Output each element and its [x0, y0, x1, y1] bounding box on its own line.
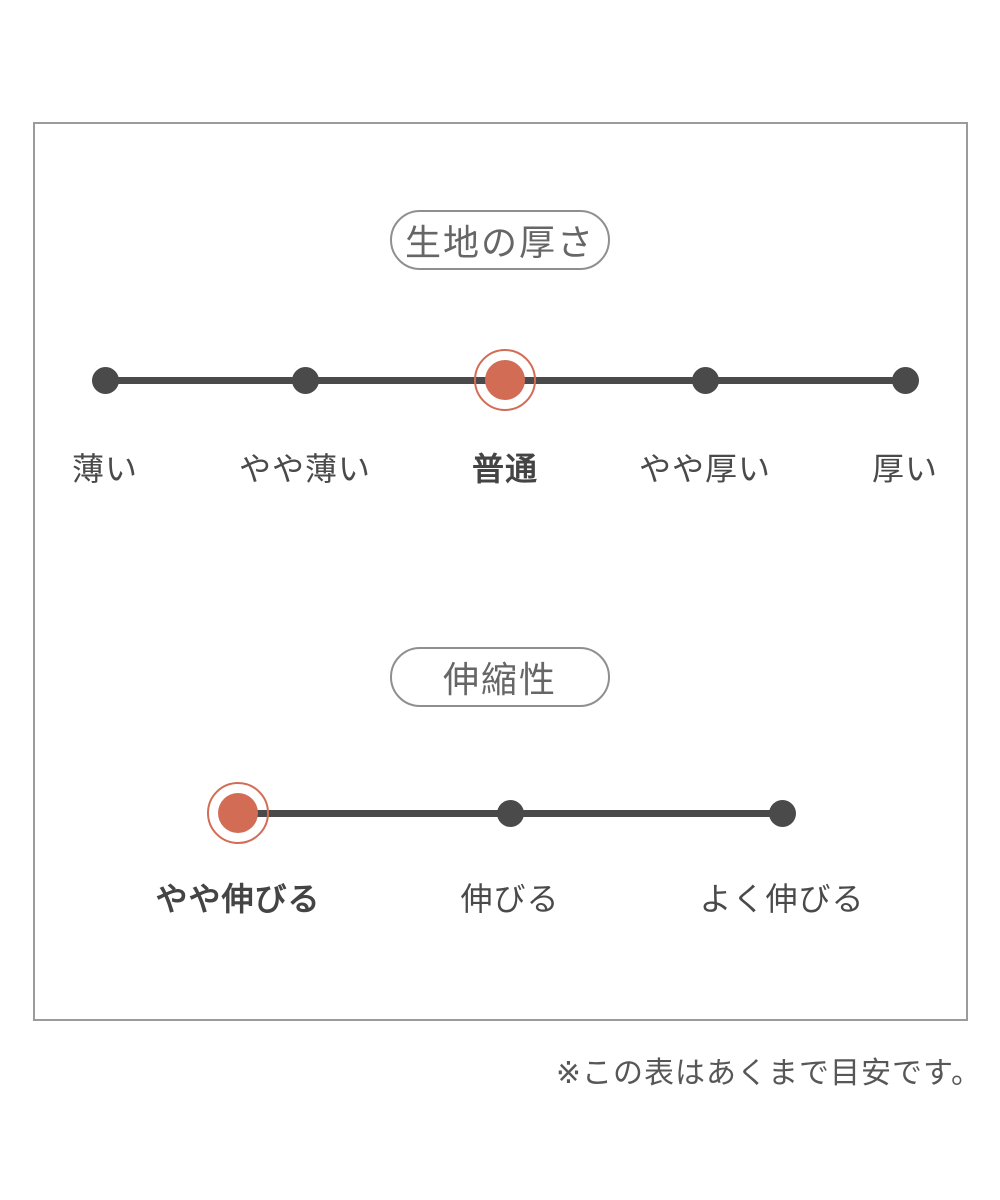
- scale-option-label: 厚い: [871, 451, 939, 487]
- scale-title-pill-fabric-thickness: 生地の厚さ: [390, 210, 610, 270]
- scale-title: 生地の厚さ: [404, 222, 595, 263]
- scale-dot: [691, 366, 719, 394]
- scale-option-label: 薄い: [71, 451, 139, 487]
- selected-marker-ring: [207, 782, 269, 844]
- selected-marker-ring: [474, 349, 536, 411]
- scale-dot: [891, 366, 919, 394]
- selected-marker-dot: [485, 360, 525, 400]
- scale-title: 伸縮性: [442, 659, 557, 700]
- scale-option-label: 普通: [471, 451, 539, 487]
- scale-dot: [496, 799, 524, 827]
- selected-marker-dot: [218, 793, 258, 833]
- scale-option-label: やや薄い: [238, 451, 372, 487]
- scale-option-label: 伸びる: [460, 881, 560, 917]
- scale-option-label: よく伸びる: [699, 881, 865, 917]
- scale-title-pill-stretchability: 伸縮性: [390, 647, 610, 707]
- chart-frame: [33, 122, 968, 1021]
- scale-dot: [291, 366, 319, 394]
- scale-option-label: やや伸びる: [155, 881, 321, 917]
- scale-option-label: やや厚い: [638, 451, 772, 487]
- scale-dot: [91, 366, 119, 394]
- scale-dot: [768, 799, 796, 827]
- footnote-text: ※この表はあくまで目安です。: [555, 1057, 982, 1090]
